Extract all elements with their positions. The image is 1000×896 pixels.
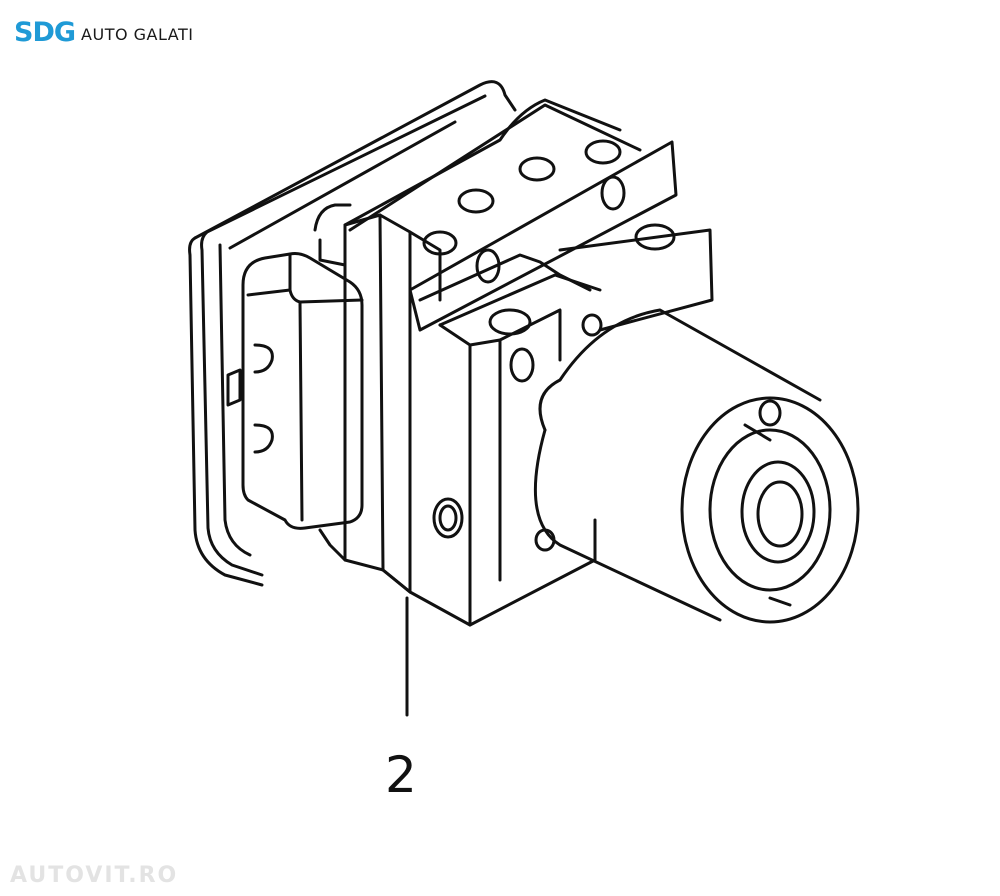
logo-text: AUTO GALATI <box>81 24 194 44</box>
connector-block <box>226 252 364 530</box>
watermark: AUTOVIT.RO <box>10 863 179 888</box>
company-logo: SDG AUTO GALATI <box>14 14 193 50</box>
pump-motor <box>533 308 860 624</box>
ecu-housing <box>188 80 517 587</box>
part-number-label: 2 <box>385 746 417 804</box>
top-plate <box>348 103 678 552</box>
valve-block <box>313 98 714 627</box>
logo-mark: SDG <box>14 16 76 48</box>
